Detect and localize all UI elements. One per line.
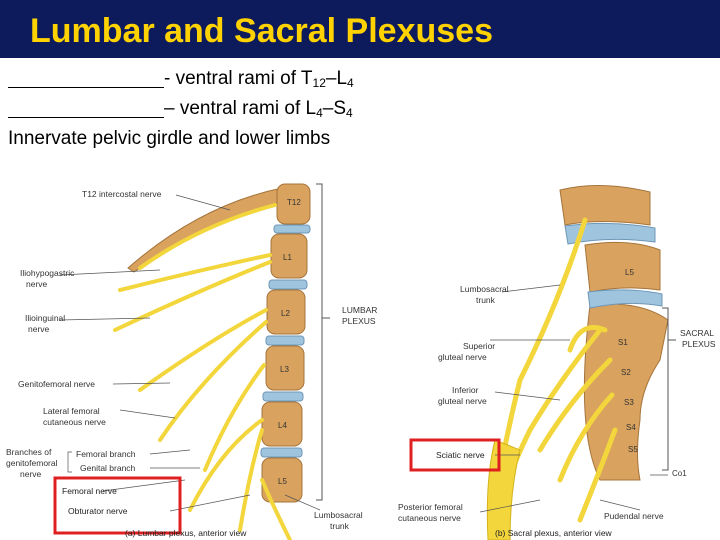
line2-sub2: 4 (346, 106, 353, 120)
line-sacral: – ventral rami of L4–S4 (8, 96, 354, 126)
sciatic-nerve-trunk (486, 439, 521, 540)
vertebra-label: S3 (624, 398, 634, 407)
fill-in-blank-2 (8, 97, 164, 118)
sciatic-nerve-label: Sciatic nerve (436, 450, 485, 460)
vertebra-label: L2 (281, 309, 290, 318)
sacral-vertebra-labels: L5 S1 S2 S3 S4 S5 Co1 (618, 268, 687, 478)
lumbar-plexus-bracket (316, 183, 330, 501)
lumbosacral-trunk-b-label: Lumbosacral (460, 284, 509, 294)
vertebra-label: L5 (625, 268, 634, 277)
plexus-figure: T12 L1 L2 L3 L4 L5 LUMBAR PLEXUS T12 int… (6, 183, 716, 540)
lumbar-vertebra-labels: T12 L1 L2 L3 L4 L5 (278, 198, 301, 486)
lumbar-nerves (113, 203, 292, 540)
line1-sub2: 4 (347, 76, 354, 90)
lumbar-plexus-diagram: T12 L1 L2 L3 L4 L5 LUMBAR PLEXUS T12 int… (6, 183, 377, 540)
t12-intercostal-nerve-label: T12 intercostal nerve (82, 189, 162, 199)
inferior-gluteal-label: Inferior (452, 385, 479, 395)
slide-title: Lumbar and Sacral Plexuses (30, 12, 493, 50)
vertebra-label: S5 (628, 445, 638, 454)
ilioinguinal-label: Ilioinguinal (25, 313, 65, 323)
line2-mid: –S (322, 98, 347, 119)
superior-gluteal-label: gluteal nerve (438, 352, 487, 362)
sacral-discs (564, 222, 663, 309)
obturator-nerve-label: Obturator nerve (68, 506, 128, 516)
vertebra-label: S4 (626, 423, 636, 432)
line1-prefix: - ventral rami of T (164, 68, 313, 89)
posterior-femoral-label: Posterior femoral (398, 502, 463, 512)
title-bar: Lumbar and Sacral Plexuses (0, 0, 720, 58)
sacral-caption: (b) Sacral plexus, anterior view (495, 528, 613, 538)
sacral-plexus-bracket (662, 307, 676, 471)
highlight-box-femoral-obturator (53, 476, 182, 535)
posterior-femoral-label: cutaneous nerve (398, 513, 461, 523)
lumbosacral-trunk-label: trunk (330, 521, 350, 531)
vertebra-label: L3 (280, 365, 289, 374)
vertebra-label: Co1 (672, 469, 687, 478)
fill-in-blank-1 (8, 67, 164, 88)
lumbosacral-trunk-label: Lumbosacral (314, 510, 363, 520)
sacral-bones (559, 185, 669, 481)
inferior-gluteal-label: gluteal nerve (438, 396, 487, 406)
lumbosacral-trunk-b-label: trunk (476, 295, 496, 305)
femoral-nerve-label: Femoral nerve (62, 486, 117, 496)
iliohypogastric-label: Iliohypogastric (20, 268, 75, 278)
lateral-femoral-label: Lateral femoral (43, 406, 100, 416)
genitofemoral-label: Genitofemoral nerve (18, 379, 95, 389)
genital-branch-label: Genital branch (80, 463, 136, 473)
lumbar-caption: (a) Lumbar plexus, anterior view (125, 528, 247, 538)
lateral-femoral-label: cutaneous nerve (43, 417, 106, 427)
sacral-plexus-label: SACRAL (680, 328, 714, 338)
femoral-branch-label: Femoral branch (76, 449, 136, 459)
sacral-leader-lines (479, 284, 668, 513)
sacral-plexus-diagram: L5 S1 S2 S3 S4 S5 Co1 SACRAL PLEXUS Lumb… (398, 185, 716, 540)
vertebra-label: L4 (278, 421, 287, 430)
lumbar-plexus-label: PLEXUS (342, 316, 376, 326)
lumbar-leader-lines (59, 194, 321, 512)
slide-body: - ventral rami of T12–L4 – ventral rami … (8, 66, 354, 152)
branches-bracket (67, 451, 72, 473)
line2-sub1: 4 (316, 106, 323, 120)
line-innervate: Innervate pelvic girdle and lower limbs (8, 128, 331, 149)
superior-gluteal-label: Superior (463, 341, 495, 351)
vertebra-label: L1 (283, 253, 292, 262)
branches-label: Branches of (6, 447, 52, 457)
pudendal-nerve-label: Pudendal nerve (604, 511, 664, 521)
vertebra-label: S2 (621, 368, 631, 377)
highlight-box-sciatic (409, 438, 501, 472)
line1-mid: –L (325, 68, 348, 89)
iliohypogastric-label: nerve (26, 279, 48, 289)
lumbar-plexus-label: LUMBAR (342, 305, 377, 315)
vertebra-label: S1 (618, 338, 628, 347)
lumbar-discs (260, 224, 311, 458)
vertebra-label: T12 (287, 198, 301, 207)
line-lumbar: - ventral rami of T12–L4 (8, 66, 354, 96)
ilioinguinal-label: nerve (28, 324, 50, 334)
line2-prefix: – ventral rami of L (164, 98, 317, 119)
sacral-plexus-label: PLEXUS (682, 339, 716, 349)
branches-label: genitofemoral (6, 458, 58, 468)
vertebra-label: L5 (278, 477, 287, 486)
branches-label: nerve (20, 469, 42, 479)
lumbar-vertebral-column (261, 183, 311, 503)
line1-sub1: 12 (312, 76, 326, 90)
